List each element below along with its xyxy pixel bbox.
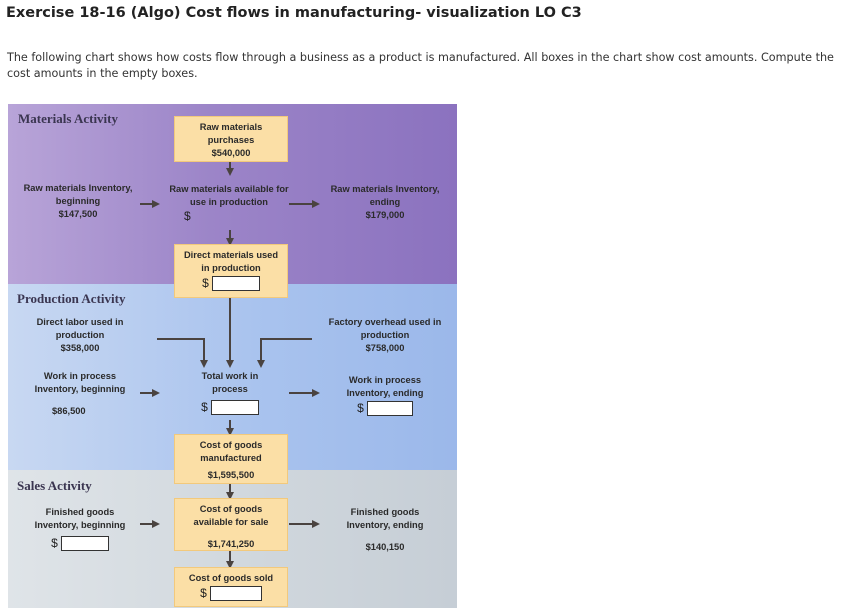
wip-ending-currency: $ — [357, 401, 364, 415]
raw-materials-purchases-amount: $540,000 — [211, 148, 251, 158]
cost-of-goods-manufactured-label: Cost of goods manufactured — [199, 440, 263, 463]
wip-beginning-label: Work in process Inventory, beginning — [34, 371, 126, 394]
total-wip-input[interactable] — [210, 400, 259, 415]
sales-activity-label: Sales Activity — [17, 478, 92, 493]
raw-materials-ending-label: Raw materials Inventory, ending — [330, 184, 440, 207]
finished-goods-ending-amount: $140,150 — [365, 542, 405, 552]
raw-materials-beginning-box: Raw materials Inventory, beginning $147,… — [20, 182, 136, 221]
materials-activity-label: Materials Activity — [18, 111, 118, 126]
raw-materials-beginning-amount: $147,500 — [58, 209, 98, 219]
cost-of-goods-sold-currency: $ — [200, 586, 207, 600]
raw-materials-available-label: Raw materials available for use in produ… — [169, 184, 289, 207]
total-wip-box: Total work in process $ — [172, 370, 288, 415]
finished-goods-beginning-input[interactable] — [60, 536, 109, 551]
finished-goods-beginning-currency: $ — [51, 536, 58, 550]
direct-materials-used-currency: $ — [202, 276, 209, 290]
cost-of-goods-sold-box: Cost of goods sold $ — [174, 567, 288, 607]
finished-goods-beginning-box: Finished goods Inventory, beginning $ — [24, 506, 136, 551]
cost-of-goods-sold-input[interactable] — [209, 586, 262, 601]
page-title: Exercise 18-16 (Algo) Cost flows in manu… — [6, 5, 582, 21]
wip-beginning-amount: $86,500 — [52, 406, 86, 416]
total-wip-currency: $ — [201, 400, 208, 414]
cost-of-goods-sold-label: Cost of goods sold — [188, 573, 274, 583]
direct-materials-used-label: Direct materials used in production — [183, 250, 279, 273]
raw-materials-beginning-label: Raw materials Inventory, beginning — [23, 183, 133, 206]
raw-materials-available-box: Raw materials available for use in produ… — [168, 183, 290, 223]
flow-arrows — [140, 162, 320, 569]
wip-beginning-box: Work in process Inventory, beginning $86… — [22, 370, 138, 418]
instructions-text: The following chart shows how costs flow… — [7, 51, 834, 80]
raw-materials-ending-amount: $179,000 — [365, 210, 405, 220]
cost-of-goods-available-label: Cost of goods available for sale — [193, 504, 269, 527]
cost-of-goods-manufactured-amount: $1,595,500 — [207, 470, 255, 480]
cost-of-goods-available-amount: $1,741,250 — [207, 539, 255, 549]
wip-ending-input[interactable] — [366, 401, 413, 416]
raw-materials-available-currency: $ — [184, 209, 191, 223]
finished-goods-ending-label: Finished goods Inventory, ending — [346, 507, 424, 530]
cost-flow-chart: Materials Activity Production Activity S… — [8, 104, 457, 608]
raw-materials-ending-box: Raw materials Inventory, ending $179,000 — [326, 183, 444, 222]
direct-labor-used-amount: $358,000 — [60, 343, 100, 353]
wip-ending-box: Work in process Inventory, ending $ — [326, 374, 444, 416]
raw-materials-purchases-label: Raw materials purchases — [199, 122, 263, 145]
total-wip-label: Total work in process — [201, 371, 259, 394]
factory-overhead-label: Factory overhead used in production — [328, 317, 442, 340]
cost-of-goods-manufactured-box: Cost of goods manufactured $1,595,500 — [174, 434, 288, 484]
factory-overhead-box: Factory overhead used in production $758… — [326, 316, 444, 355]
raw-materials-purchases-box: Raw materials purchases $540,000 — [174, 116, 288, 162]
direct-labor-used-box: Direct labor used in production $358,000 — [28, 316, 132, 355]
wip-ending-label: Work in process Inventory, ending — [346, 375, 424, 398]
direct-materials-used-box: Direct materials used in production $ — [174, 244, 288, 298]
production-activity-label: Production Activity — [17, 291, 126, 306]
cost-of-goods-available-box: Cost of goods available for sale $1,741,… — [174, 498, 288, 551]
direct-materials-used-input[interactable] — [211, 276, 260, 291]
direct-labor-used-label: Direct labor used in production — [36, 317, 124, 340]
finished-goods-ending-box: Finished goods Inventory, ending $140,15… — [328, 506, 442, 554]
finished-goods-beginning-label: Finished goods Inventory, beginning — [34, 507, 126, 530]
factory-overhead-amount: $758,000 — [365, 343, 405, 353]
